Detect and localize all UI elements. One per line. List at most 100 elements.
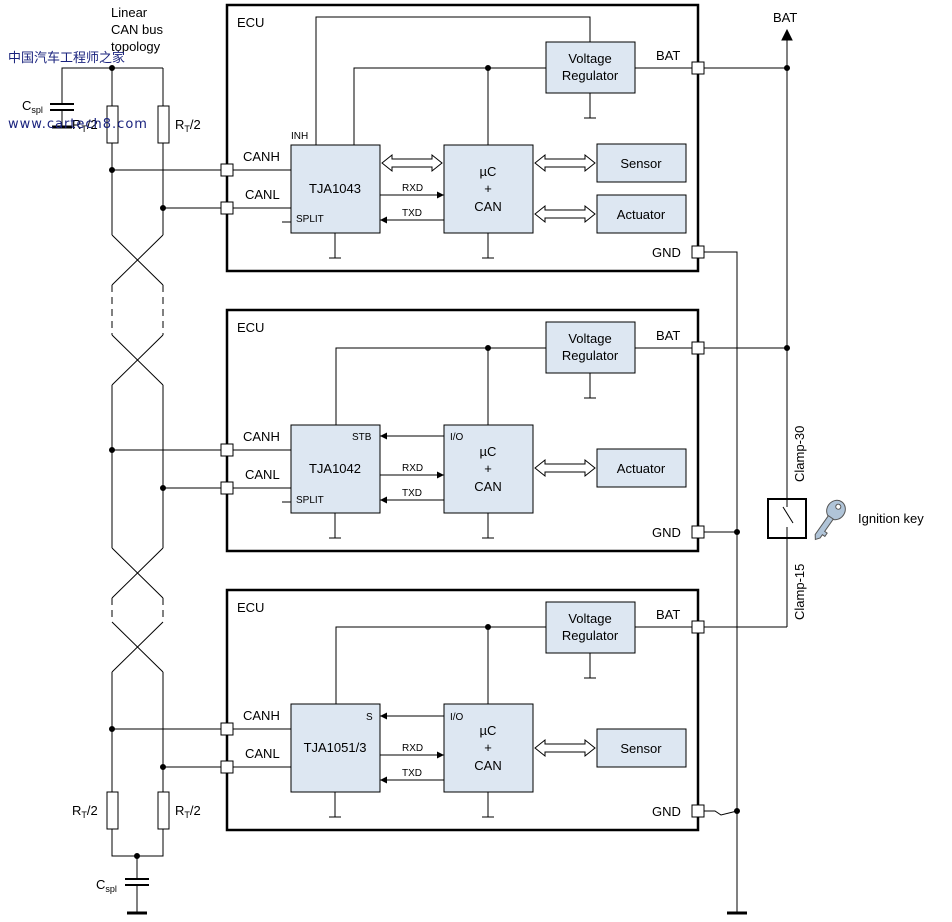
clamp-30-label: Clamp-30: [792, 426, 807, 482]
voltage-regulator-block: [545, 321, 636, 374]
ecu-frame: [225, 588, 700, 832]
split-pin: SPLIT: [296, 495, 324, 506]
termination-resistor: [157, 105, 170, 144]
canl-pin: CANL: [245, 187, 280, 202]
mcu-line3: CAN: [474, 479, 501, 494]
regulator-line2: Regulator: [562, 348, 619, 363]
ecu-frame: [225, 308, 700, 553]
actuator-block: [596, 448, 687, 488]
transceiver-block: [290, 703, 381, 793]
topology-line: CAN bus: [111, 22, 164, 37]
watermark-url: www.cartech8.com: [8, 117, 148, 132]
mcu-line3: CAN: [474, 199, 501, 214]
stb-pin: STB: [352, 432, 372, 443]
bat-pin: BAT: [656, 48, 680, 63]
txd-label: TXD: [402, 768, 422, 779]
watermark-cn: 中国汽车工程师之家: [8, 51, 126, 66]
voltage-regulator-block: [545, 601, 636, 654]
power-network: [704, 28, 807, 915]
s-pin: S: [366, 712, 373, 723]
mcu-line1: µC: [480, 164, 497, 179]
regulator-line1: Voltage: [568, 331, 611, 346]
mcu-line3: CAN: [474, 758, 501, 773]
inh-pin: INH: [291, 131, 308, 142]
resistor-label: RT/2: [72, 803, 98, 820]
ecu-title: ECU: [237, 320, 264, 335]
mcu-line2: +: [484, 181, 492, 196]
gnd-pin: GND: [652, 525, 681, 540]
ecu-2: ECU TJA1042 SPLIT STB I/O µC + CAN Volta…: [220, 308, 705, 553]
canh-pin: CANH: [243, 708, 280, 723]
transceiver-name: TJA1051/3: [304, 740, 367, 755]
rxd-label: RXD: [402, 183, 423, 194]
txd-label: TXD: [402, 208, 422, 219]
topology-line: topology: [111, 39, 161, 54]
can-bus-lines: [50, 65, 221, 915]
sensor-block: [596, 728, 687, 768]
actuator-block: [596, 194, 687, 234]
rxd-label: RXD: [402, 743, 423, 754]
double-arrow-icon: [534, 204, 596, 224]
ecu-3: ECU TJA1051/3 S I/O µC + CAN Voltage Reg…: [220, 588, 705, 832]
resistor-label: RT/2: [175, 803, 201, 820]
canh-pin: CANH: [243, 429, 280, 444]
double-arrow-icon: [534, 153, 596, 173]
actuator-label: Actuator: [617, 207, 666, 222]
topology-label: Linear CAN bus topology: [111, 4, 163, 55]
mcu-block: [443, 703, 534, 793]
double-arrow-icon: [534, 458, 596, 478]
transceiver-name: TJA1043: [309, 181, 361, 196]
ecu-title: ECU: [237, 600, 264, 615]
resistor-label: RT/2: [175, 117, 201, 134]
sensor-block: [596, 143, 687, 183]
bat-pin: BAT: [656, 607, 680, 622]
rxd-label: RXD: [402, 463, 423, 474]
regulator-line1: Voltage: [568, 611, 611, 626]
termination-resistor: [106, 791, 119, 830]
ignition-key-label: Ignition key: [858, 511, 924, 526]
mcu-block: [443, 424, 534, 514]
split-pin: SPLIT: [296, 214, 324, 225]
regulator-line2: Regulator: [562, 628, 619, 643]
capacitor-label: Cspl: [22, 98, 43, 115]
resistor-label: RT/2: [72, 117, 98, 134]
io-pin: I/O: [450, 432, 464, 443]
mcu-line1: µC: [480, 444, 497, 459]
actuator-label: Actuator: [617, 461, 666, 476]
io-pin: I/O: [450, 712, 464, 723]
capacitor-label: Cspl: [96, 877, 117, 894]
watermark: 中国汽车工程师之家 www.cartech8.com: [8, 4, 148, 158]
sensor-label: Sensor: [620, 156, 662, 171]
transceiver-block: [290, 424, 381, 514]
ecu-1: ECU TJA1043 SPLIT INH µC + CAN Voltage R…: [220, 3, 705, 273]
regulator-line1: Voltage: [568, 51, 611, 66]
bus-labels: Cspl RT/2 RT/2 RT/2 RT/2 Cspl: [22, 98, 201, 894]
termination-resistor: [157, 791, 170, 830]
mcu-line2: +: [484, 461, 492, 476]
key-icon: [814, 499, 846, 541]
ecu-frame: [225, 3, 700, 273]
ecu-title: ECU: [237, 15, 264, 30]
bidirectional-arrows: [381, 153, 596, 758]
canl-pin: CANL: [245, 746, 280, 761]
double-arrow-icon: [381, 153, 443, 173]
bat-supply-label: BAT: [773, 10, 797, 25]
double-arrow-icon: [534, 738, 596, 758]
sensor-label: Sensor: [620, 741, 662, 756]
bat-pin: BAT: [656, 328, 680, 343]
transceiver-block: [290, 144, 381, 234]
txd-label: TXD: [402, 488, 422, 499]
canl-pin: CANL: [245, 467, 280, 482]
gnd-pin: GND: [652, 804, 681, 819]
gnd-pin: GND: [652, 245, 681, 260]
mcu-block: [443, 144, 534, 234]
clamp-15-label: Clamp-15: [792, 564, 807, 620]
voltage-regulator-block: [545, 41, 636, 94]
topology-line: Linear: [111, 5, 148, 20]
mcu-line2: +: [484, 740, 492, 755]
canh-pin: CANH: [243, 149, 280, 164]
transceiver-name: TJA1042: [309, 461, 361, 476]
mcu-line1: µC: [480, 723, 497, 738]
regulator-line2: Regulator: [562, 68, 619, 83]
